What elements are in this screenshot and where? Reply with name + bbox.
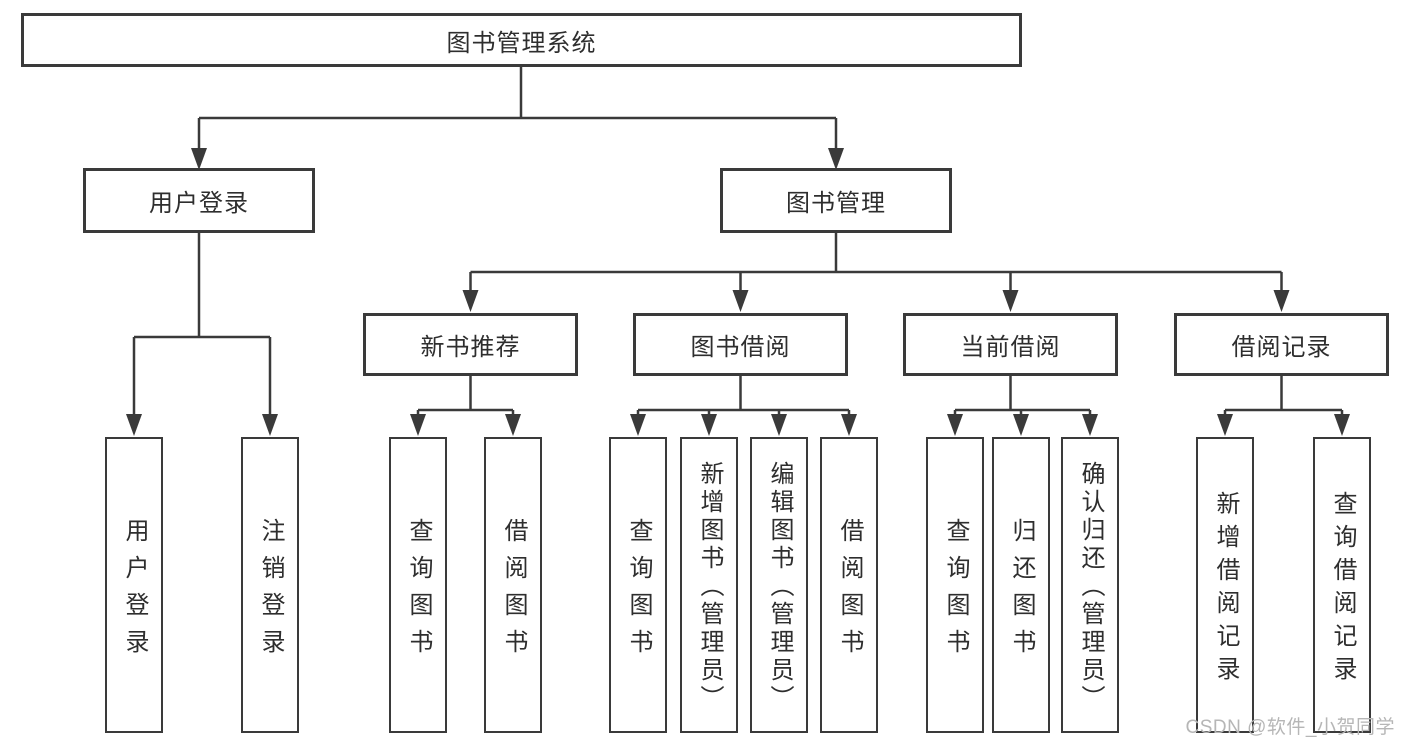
node-label: 图书借阅 <box>690 334 791 361</box>
leaf-label: 归还图书 <box>1008 517 1035 666</box>
leaf-label: 新增图书（管理员） <box>696 461 723 713</box>
arrow-down-icon <box>1334 414 1350 436</box>
leaf-label: 用户登录 <box>121 517 148 666</box>
connector-userlogin-to-leaves <box>132 233 272 418</box>
leaf-query-borrow-record: 查询借阅记录 <box>1313 437 1371 733</box>
arrow-down-icon <box>505 414 521 436</box>
arrow-down-icon <box>1273 290 1290 312</box>
arrow-down-icon <box>841 414 857 436</box>
csdn-watermark: CSDN @软件_小贺同学 <box>1185 717 1395 738</box>
arrow-down-icon <box>191 148 207 170</box>
node-label: 图书管理系统 <box>446 29 597 57</box>
node-label: 当前借阅 <box>960 334 1061 361</box>
arrow-down-icon <box>1002 290 1019 312</box>
leaf-label: 借阅图书 <box>500 517 527 666</box>
arrow-down-icon <box>462 290 479 312</box>
leaf-label: 查询图书 <box>405 517 432 666</box>
leaf-return-books: 归还图书 <box>992 437 1050 733</box>
node-current-borrow: 当前借阅 <box>903 313 1118 376</box>
arrow-down-icon <box>1082 414 1098 436</box>
leaf-label: 注销登录 <box>257 517 284 666</box>
arrow-down-icon <box>947 414 963 436</box>
leaf-query-books-current: 查询图书 <box>926 437 984 733</box>
node-borrow-records: 借阅记录 <box>1174 313 1389 376</box>
arrow-down-icon <box>262 414 278 436</box>
leaf-confirm-return-admin: 确认归还（管理员） <box>1061 437 1119 733</box>
arrow-down-icon <box>828 148 844 170</box>
connector-root-to-level2 <box>197 67 838 152</box>
node-label: 用户登录 <box>149 190 249 217</box>
node-library-system: 图书管理系统 <box>21 13 1022 67</box>
node-label: 图书管理 <box>786 190 886 217</box>
arrow-down-icon <box>1217 414 1233 436</box>
leaf-label: 新增借阅记录 <box>1212 490 1239 689</box>
leaf-add-book-admin: 新增图书（管理员） <box>680 437 738 733</box>
leaf-user-login: 用户登录 <box>105 437 163 733</box>
leaf-add-borrow-record: 新增借阅记录 <box>1196 437 1254 733</box>
node-label: 新书推荐 <box>420 334 521 361</box>
node-new-book-recommend: 新书推荐 <box>363 313 578 376</box>
arrow-down-icon <box>126 414 142 436</box>
leaf-label: 查询图书 <box>625 517 652 666</box>
arrow-down-icon <box>701 414 717 436</box>
leaf-query-books-recommend: 查询图书 <box>389 437 447 733</box>
connector-borrow-to-leaves <box>636 376 851 418</box>
leaf-label: 编辑图书（管理员） <box>766 461 793 713</box>
node-label: 借阅记录 <box>1231 334 1332 361</box>
leaf-edit-book-admin: 编辑图书（管理员） <box>750 437 808 733</box>
leaf-borrow-books: 借阅图书 <box>820 437 878 733</box>
leaf-label: 借阅图书 <box>836 517 863 666</box>
connector-records-to-leaves <box>1223 376 1344 418</box>
arrow-down-icon <box>732 290 749 312</box>
leaf-logout: 注销登录 <box>241 437 299 733</box>
arrow-down-icon <box>410 414 426 436</box>
arrow-down-icon <box>771 414 787 436</box>
leaf-label: 查询图书 <box>942 517 969 666</box>
leaf-query-books-borrow: 查询图书 <box>609 437 667 733</box>
node-book-borrow: 图书借阅 <box>633 313 848 376</box>
leaf-label: 查询借阅记录 <box>1329 490 1356 689</box>
leaf-label: 确认归还（管理员） <box>1077 461 1104 713</box>
connector-current-to-leaves <box>953 376 1092 418</box>
arrow-down-icon <box>1013 414 1029 436</box>
arrow-down-icon <box>630 414 646 436</box>
connector-recommend-to-leaves <box>416 376 515 418</box>
connector-bookmgmt-to-level3 <box>469 233 1283 294</box>
node-book-management: 图书管理 <box>720 168 952 233</box>
leaf-borrow-books-recommend: 借阅图书 <box>484 437 542 733</box>
node-user-login: 用户登录 <box>83 168 315 233</box>
